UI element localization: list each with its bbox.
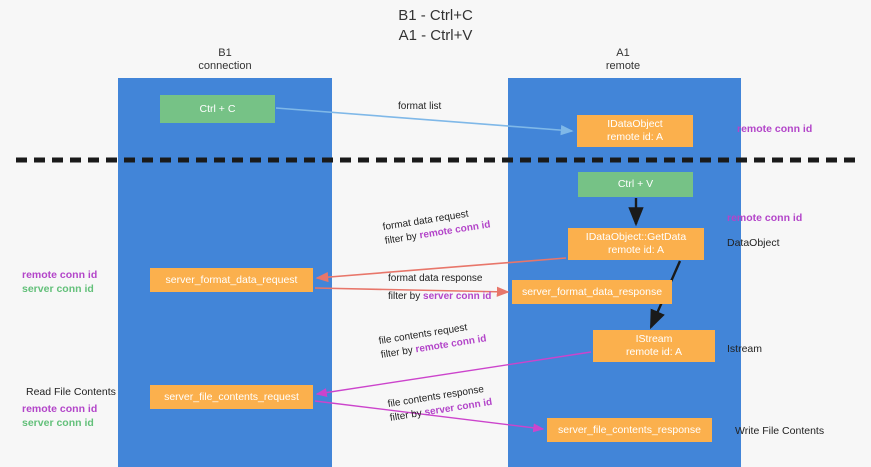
edge-label-format-data-response-filter: filter by server conn id — [388, 290, 491, 304]
annotation-remote-conn-id-mid: remote conn id — [727, 212, 803, 224]
lane-header-b1-name: B1 — [218, 47, 232, 59]
box-server-file-contents-request[interactable]: server_file_contents_request — [150, 385, 313, 409]
annotation-istream: Istream — [727, 343, 763, 355]
box-istream-title: IStream — [635, 333, 673, 345]
annotation-left-conn-ids-bottom: remote conn id server conn id — [22, 402, 97, 430]
title-line-1: B1 - Ctrl+C — [398, 7, 473, 24]
edge-label-format-list-text: format list — [398, 101, 442, 112]
edge-label-format-data-response-text: format data response — [388, 273, 483, 284]
lane-header-b1: B1 connection — [150, 47, 300, 73]
box-ctrl-v[interactable]: Ctrl + V — [578, 172, 693, 197]
lane-header-b1-role: connection — [198, 60, 252, 72]
box-istream[interactable]: IStream remote id: A — [593, 330, 715, 362]
annotation-dataobject: DataObject — [727, 237, 780, 249]
annotation-left-remote-conn-id-2: remote conn id — [22, 403, 98, 415]
filter-prefix: filter by — [388, 291, 424, 302]
annotation-left-conn-ids-top: remote conn id server conn id — [22, 268, 97, 296]
annotation-read-file-contents: Read File Contents — [26, 386, 116, 398]
box-istream-remote-id: remote id: A — [625, 346, 683, 358]
box-idataobject-title: IDataObject — [607, 118, 663, 130]
edge-label-format-list: format list — [398, 100, 441, 114]
box-idataobject-remote-id: remote id: A — [606, 131, 664, 143]
lane-header-a1: A1 remote — [548, 47, 698, 73]
filter-key-server-conn-id: server conn id — [423, 291, 492, 302]
edge-label-format-data-request: format data request filter by remote con… — [382, 204, 492, 248]
edge-label-file-contents-request: file contents request filter by remote c… — [378, 318, 488, 362]
box-getdata-remote-id: remote id: A — [607, 244, 665, 256]
annotation-left-remote-conn-id: remote conn id — [22, 269, 98, 281]
annotation-left-server-conn-id: server conn id — [22, 283, 94, 295]
box-server-format-data-response[interactable]: server_format_data_response — [512, 280, 672, 304]
box-getdata-title: IDataObject::GetData — [585, 231, 687, 243]
annotation-left-server-conn-id-2: server conn id — [22, 417, 94, 429]
box-ctrl-c-label: Ctrl + C — [199, 102, 236, 115]
edge-label-file-contents-response: file contents response filter by server … — [387, 382, 493, 426]
box-ctrl-c[interactable]: Ctrl + C — [160, 95, 275, 123]
title-line-2: A1 - Ctrl+V — [398, 27, 473, 44]
box-server-file-contents-response-label: server_file_contents_response — [557, 423, 701, 436]
annotation-write-file-contents: Write File Contents — [735, 425, 825, 437]
box-idataobject-getdata[interactable]: IDataObject::GetData remote id: A — [568, 228, 704, 260]
lane-header-a1-role: remote — [605, 60, 641, 72]
page-title: B1 - Ctrl+C A1 - Ctrl+V — [0, 6, 871, 46]
box-ctrl-v-label: Ctrl + V — [617, 178, 654, 190]
lane-header-a1-name: A1 — [616, 47, 630, 59]
edge-label-format-data-response: format data response filter by server co… — [388, 272, 491, 304]
box-server-file-contents-response[interactable]: server_file_contents_response — [547, 418, 712, 442]
box-server-format-data-response-label: server_format_data_response — [521, 285, 663, 298]
annotation-remote-conn-id-top: remote conn id — [737, 123, 813, 135]
box-server-file-contents-request-label: server_file_contents_request — [164, 390, 299, 403]
box-server-format-data-request[interactable]: server_format_data_request — [150, 268, 313, 292]
box-server-format-data-request-label: server_format_data_request — [165, 273, 298, 286]
box-idataobject[interactable]: IDataObject remote id: A — [577, 115, 693, 147]
